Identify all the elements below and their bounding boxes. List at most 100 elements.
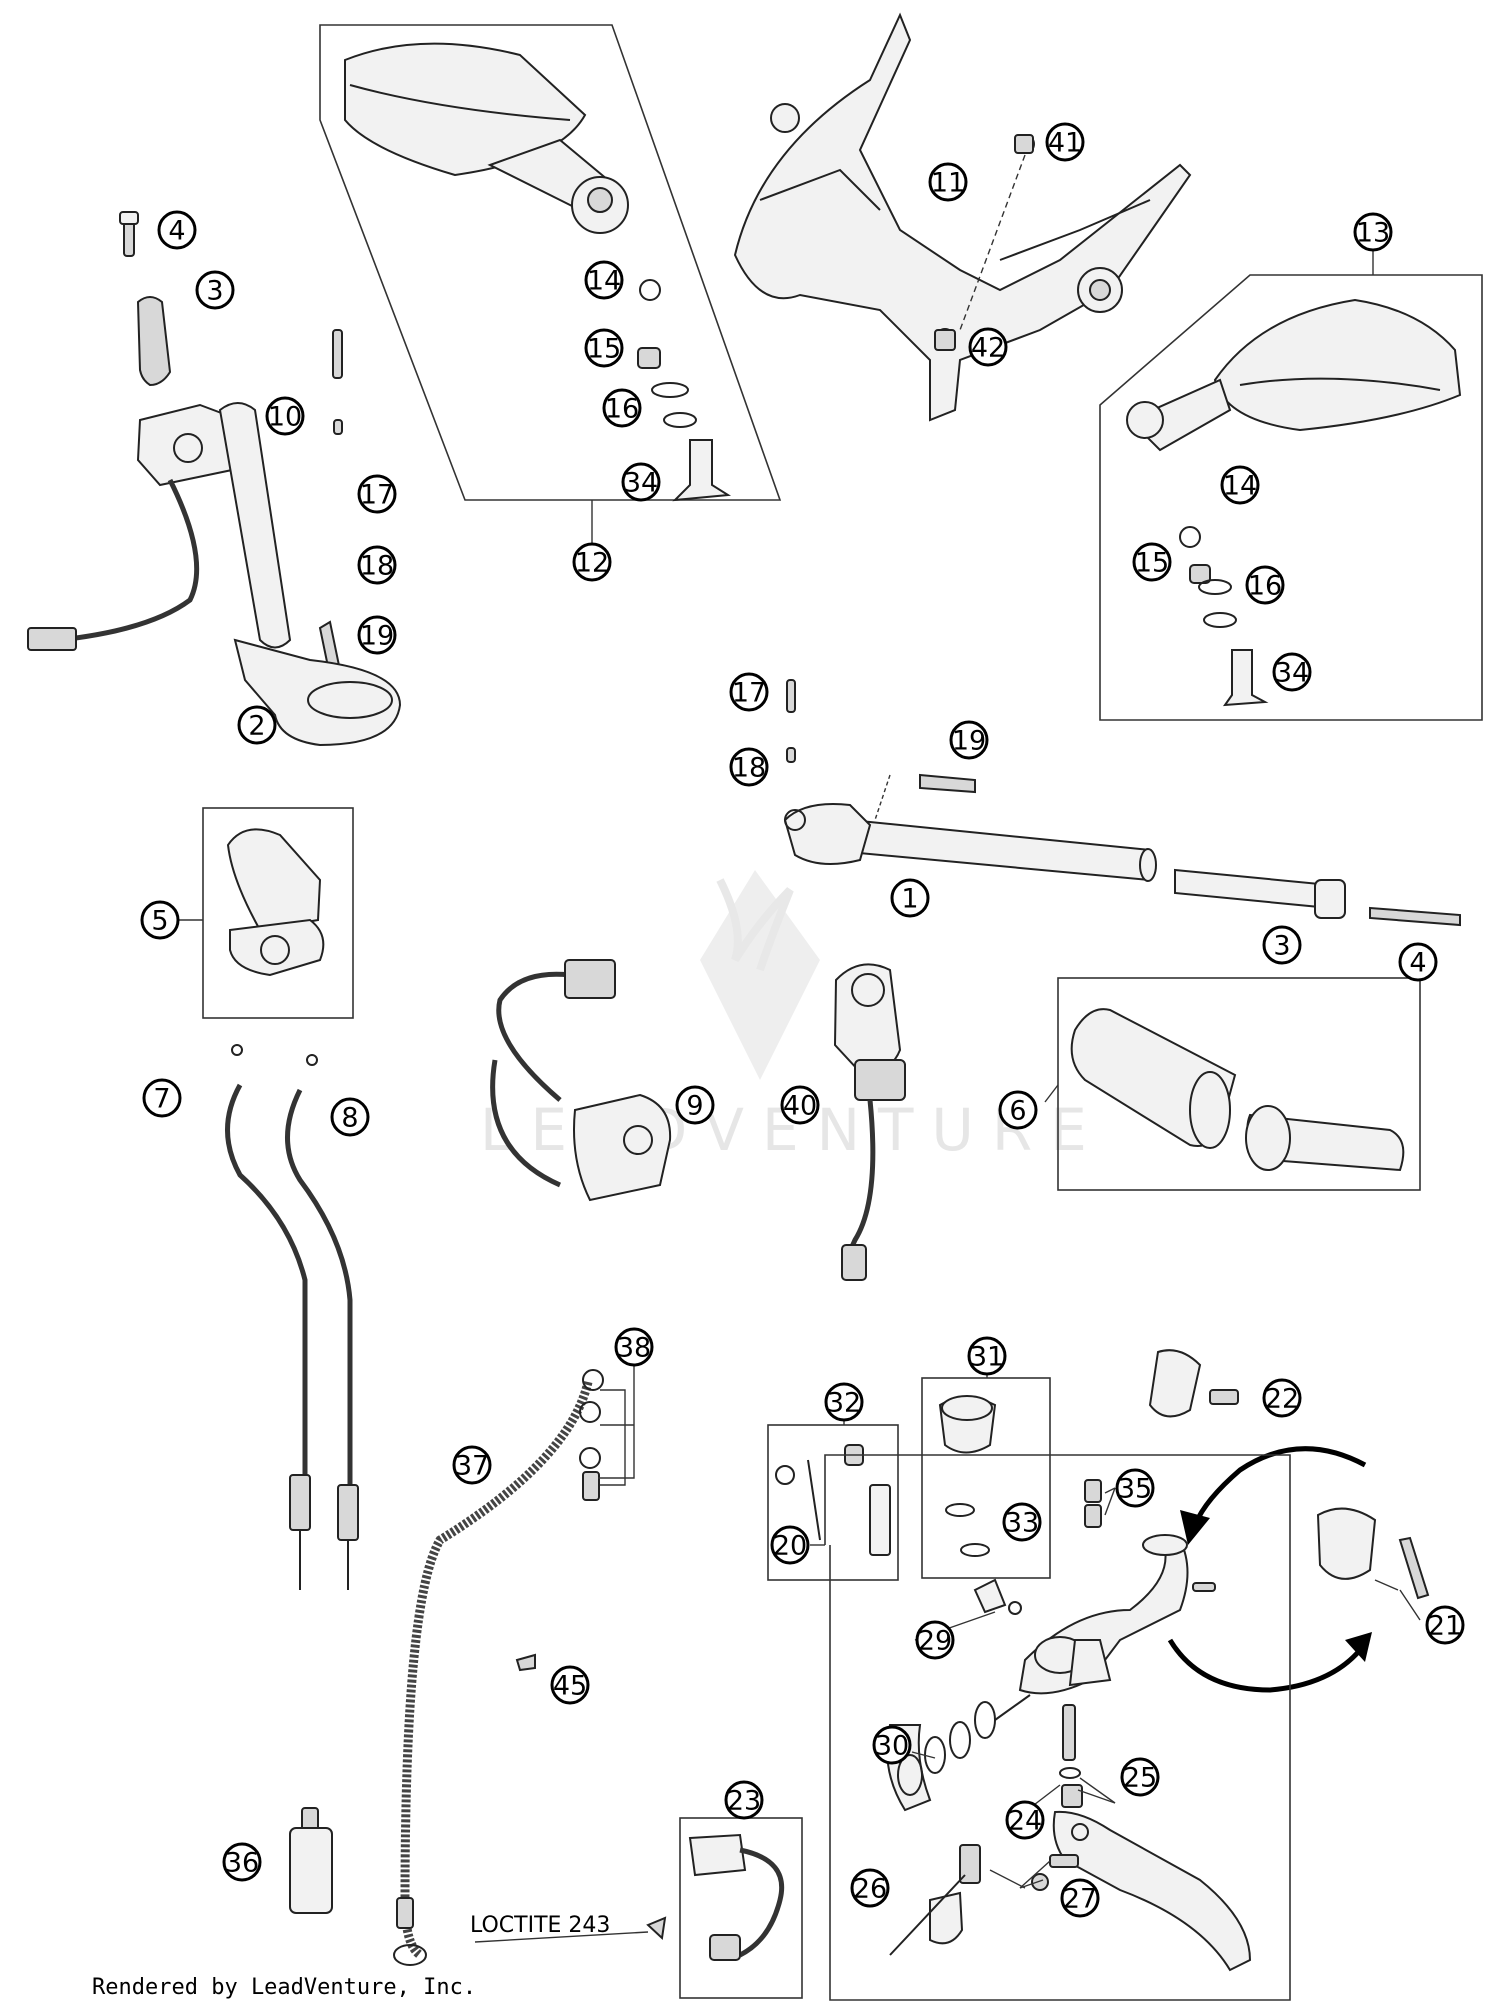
svg-text:31: 31 xyxy=(970,1342,1004,1373)
callout-35: 35 xyxy=(1115,1468,1155,1508)
callout-31: 31 xyxy=(967,1336,1007,1376)
callout-9: 9 xyxy=(675,1085,715,1125)
svg-text:41: 41 xyxy=(1048,128,1082,159)
callout-4-top: 4 xyxy=(157,210,197,250)
svg-text:4: 4 xyxy=(168,216,185,247)
callout-30: 30 xyxy=(872,1725,912,1765)
callout-1: 1 xyxy=(890,878,930,918)
callout-2: 2 xyxy=(237,705,277,745)
callout-17-left: 17 xyxy=(357,474,397,514)
callout-15-left: 15 xyxy=(584,328,624,368)
callout-8: 8 xyxy=(330,1097,370,1137)
master-cylinder-group xyxy=(824,1454,1291,2001)
svg-text:13: 13 xyxy=(1356,218,1390,249)
svg-text:40: 40 xyxy=(783,1091,817,1122)
footer-credit: Rendered by LeadVenture, Inc. xyxy=(92,1975,477,2000)
throttle-cables xyxy=(225,1044,359,1590)
callout-45: 45 xyxy=(550,1665,590,1705)
callout-26: 26 xyxy=(850,1868,890,1908)
svg-text:16: 16 xyxy=(605,394,639,425)
svg-text:9: 9 xyxy=(686,1091,703,1122)
svg-text:11: 11 xyxy=(931,168,965,199)
svg-text:25: 25 xyxy=(1123,1763,1157,1794)
handlebar-assembly xyxy=(783,679,1461,927)
callout-19-right: 19 xyxy=(949,720,989,760)
svg-text:29: 29 xyxy=(918,1626,952,1657)
callout-12: 12 xyxy=(572,542,612,582)
callout-42: 42 xyxy=(968,327,1008,367)
clamp-22 xyxy=(1148,1349,1239,1418)
svg-text:24: 24 xyxy=(1008,1806,1042,1837)
kill-switch-assembly xyxy=(490,959,672,1202)
svg-text:35: 35 xyxy=(1118,1474,1152,1505)
svg-text:26: 26 xyxy=(853,1874,887,1905)
throttle-grip-group xyxy=(202,807,354,1019)
svg-text:5: 5 xyxy=(151,906,168,937)
callout-7: 7 xyxy=(142,1078,182,1118)
loctite-label: LOCTITE 243 xyxy=(470,1913,610,1938)
svg-text:21: 21 xyxy=(1428,1611,1462,1642)
callout-13: 13 xyxy=(1353,212,1393,252)
clamp-21 xyxy=(1167,1446,1430,1693)
reservoir-group xyxy=(921,1377,1051,1579)
svg-text:16: 16 xyxy=(1248,571,1282,602)
starter-switch-assembly xyxy=(833,963,906,1281)
svg-text:18: 18 xyxy=(360,551,394,582)
callout-5: 5 xyxy=(140,900,180,940)
brake-hose xyxy=(393,1369,626,1966)
callout-18-right: 18 xyxy=(729,747,769,787)
svg-text:37: 37 xyxy=(455,1451,489,1482)
svg-text:42: 42 xyxy=(971,333,1005,364)
callout-4-right: 4 xyxy=(1398,942,1438,982)
svg-text:6: 6 xyxy=(1009,1096,1026,1127)
svg-text:19: 19 xyxy=(360,621,394,652)
svg-text:34: 34 xyxy=(1275,658,1309,689)
callout-34-right: 34 xyxy=(1272,652,1312,692)
callout-14-left: 14 xyxy=(584,260,624,300)
callout-38: 38 xyxy=(614,1327,654,1367)
callout-19-left: 19 xyxy=(357,615,397,655)
callout-37: 37 xyxy=(452,1445,492,1485)
callout-23: 23 xyxy=(724,1780,764,1820)
mirror-left-group xyxy=(319,24,782,502)
svg-text:19: 19 xyxy=(952,726,986,757)
svg-text:3: 3 xyxy=(206,276,223,307)
callout-21: 21 xyxy=(1425,1605,1465,1645)
svg-text:20: 20 xyxy=(773,1531,807,1562)
callout-20: 20 xyxy=(770,1525,810,1565)
svg-text:18: 18 xyxy=(732,753,766,784)
callout-17-right: 17 xyxy=(729,672,769,712)
svg-text:17: 17 xyxy=(360,480,394,511)
callout-34-left: 34 xyxy=(621,462,661,502)
callout-3-top: 3 xyxy=(195,270,235,310)
callout-27: 27 xyxy=(1060,1878,1100,1918)
svg-text:10: 10 xyxy=(268,402,302,433)
callout-41: 41 xyxy=(1045,122,1085,162)
svg-text:22: 22 xyxy=(1265,1384,1299,1415)
fasteners-41-42 xyxy=(934,134,1034,351)
svg-text:45: 45 xyxy=(553,1671,587,1702)
svg-text:30: 30 xyxy=(875,1731,909,1762)
svg-text:8: 8 xyxy=(341,1103,358,1134)
svg-text:12: 12 xyxy=(575,548,609,579)
svg-text:32: 32 xyxy=(827,1388,861,1419)
callout-16-right: 16 xyxy=(1245,565,1285,605)
left-switch-assembly xyxy=(27,211,402,747)
svg-text:1: 1 xyxy=(901,884,918,915)
callout-6: 6 xyxy=(998,1090,1038,1130)
handlebar-mount-bracket xyxy=(733,12,1192,422)
callout-24: 24 xyxy=(1005,1800,1045,1840)
svg-text:15: 15 xyxy=(1135,548,1169,579)
svg-text:27: 27 xyxy=(1063,1884,1097,1915)
callout-40: 40 xyxy=(780,1085,820,1125)
callout-36: 36 xyxy=(222,1842,262,1882)
svg-text:17: 17 xyxy=(732,678,766,709)
brake-light-switch-group: LOCTITE 243 xyxy=(470,1817,803,1999)
callout-11: 11 xyxy=(928,162,968,202)
mirror-right-group xyxy=(1099,274,1483,721)
svg-text:4: 4 xyxy=(1409,948,1426,979)
callout-33: 33 xyxy=(1002,1502,1042,1542)
callout-14-right: 14 xyxy=(1220,465,1260,505)
hydraulic-oil-bottle xyxy=(289,1807,333,1914)
